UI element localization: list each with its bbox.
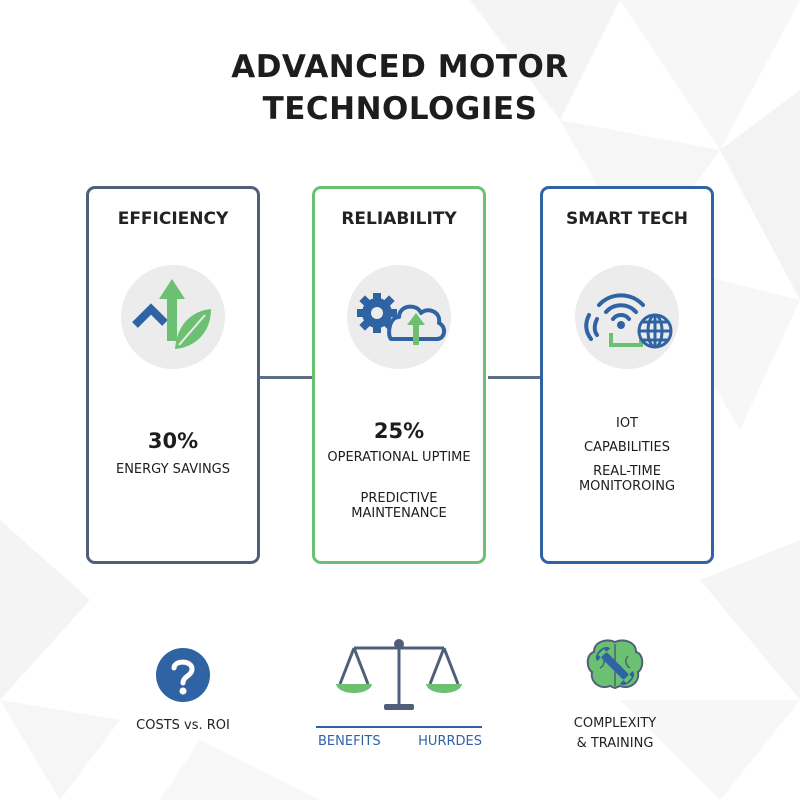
reliability-stat: 25% bbox=[373, 419, 425, 443]
reliability-line-1: OPERATIONAL UPTIME bbox=[327, 450, 471, 465]
gear-cloud-upload-icon bbox=[357, 293, 446, 345]
reliability-line-2: PREDICTIVE MAINTENANCE bbox=[351, 491, 447, 521]
connector-right bbox=[488, 376, 542, 379]
hurdles-label: HURRDES bbox=[418, 734, 482, 749]
efficiency-stat: 30% bbox=[147, 429, 199, 453]
wifi-globe-network-icon bbox=[584, 293, 673, 349]
card-reliability: RELIABILITY 25% OPERATIONAL UPTIME PREDI… bbox=[312, 186, 486, 564]
costs-section: COSTS vs. ROI bbox=[108, 646, 258, 736]
card-title-smart-tech: SMART TECH bbox=[565, 209, 689, 229]
card-title-reliability: RELIABILITY bbox=[341, 209, 457, 229]
card-title-efficiency: EFFICIENCY bbox=[117, 209, 229, 229]
balance-scale-icon bbox=[336, 639, 462, 710]
connector-left bbox=[258, 376, 314, 379]
complexity-section: COMPLEXITY & TRAINING bbox=[540, 636, 690, 754]
icon-circle-smart-tech bbox=[575, 265, 679, 369]
question-mark-icon bbox=[156, 648, 210, 702]
benefits-label: BENEFITS bbox=[318, 734, 381, 749]
card-smart-tech: SMART TECH IOT CAPABILITIES REAL-TIME MO… bbox=[540, 186, 714, 564]
title-line-1: ADVANCED MOTOR bbox=[231, 49, 569, 85]
growth-arrow-leaf-icon bbox=[132, 279, 211, 349]
page-title: ADVANCED MOTOR TECHNOLOGIES bbox=[0, 46, 800, 130]
balance-divider bbox=[316, 726, 482, 728]
icon-circle-reliability bbox=[347, 265, 451, 369]
smart-line-1: IOT bbox=[615, 416, 638, 431]
card-efficiency: EFFICIENCY 30% ENERGY SAVINGS bbox=[86, 186, 260, 564]
title-line-2: TECHNOLOGIES bbox=[262, 91, 538, 127]
costs-label: COSTS vs. ROI bbox=[136, 718, 230, 733]
icon-circle-efficiency bbox=[121, 265, 225, 369]
brain-wrench-icon bbox=[586, 639, 644, 690]
smart-line-2: CAPABILITIES bbox=[584, 440, 670, 455]
complexity-line-1: COMPLEXITY bbox=[573, 716, 657, 731]
efficiency-line-1: ENERGY SAVINGS bbox=[115, 462, 231, 477]
complexity-line-2: & TRAINING bbox=[576, 736, 654, 751]
balance-section: BENEFITS HURRDES bbox=[316, 636, 482, 754]
smart-line-3: REAL-TIME MONITOROING bbox=[578, 464, 676, 494]
